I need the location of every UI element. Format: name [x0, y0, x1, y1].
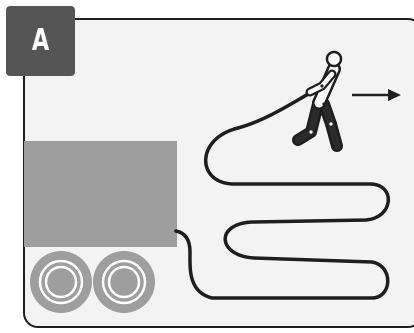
truck-body — [20, 141, 177, 247]
truck-icon — [20, 141, 177, 313]
truck-wheel-front — [30, 251, 92, 313]
arrow-right-icon — [352, 89, 401, 101]
truck-wheel-rear — [93, 251, 155, 313]
coiled-hose-icon — [176, 92, 388, 298]
panel-label-badge: A — [6, 6, 75, 76]
person-pulling-hose-icon — [298, 52, 341, 146]
panel-label: A — [32, 26, 49, 56]
